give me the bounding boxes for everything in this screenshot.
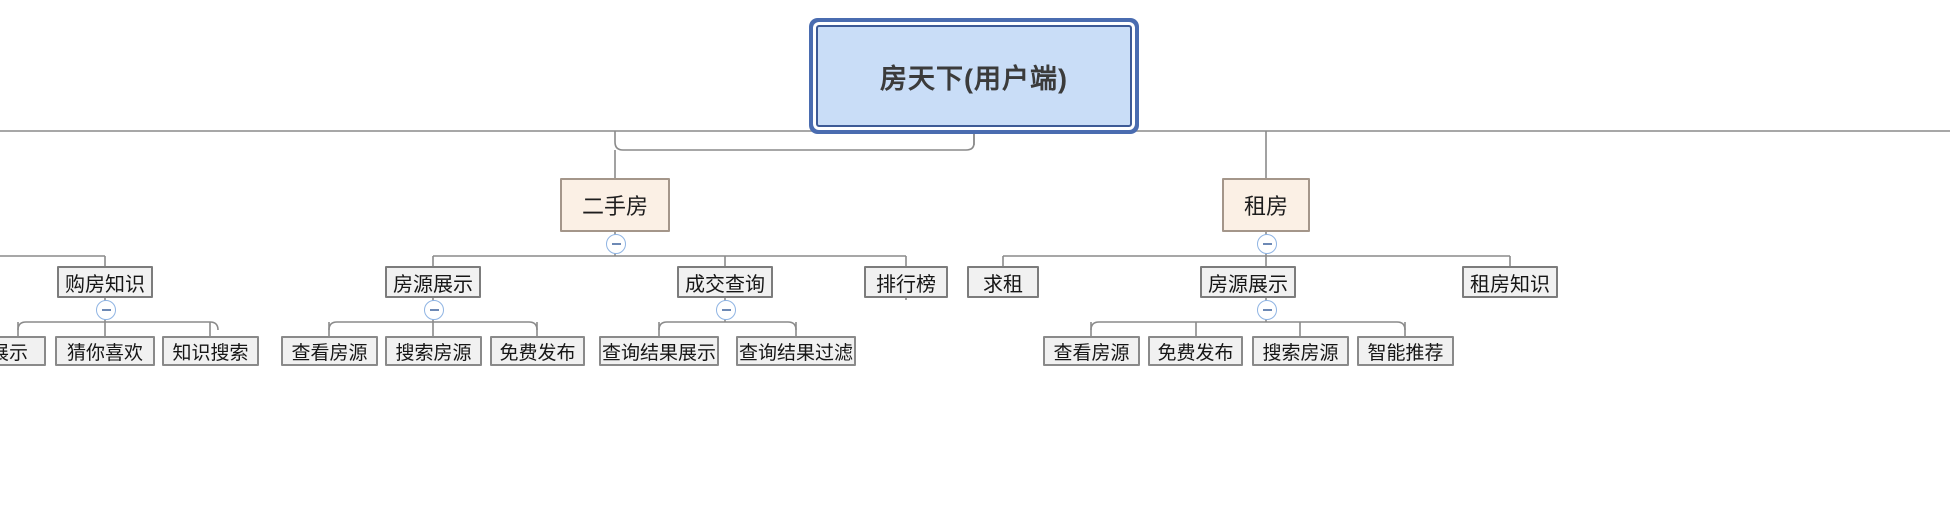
- leaf-node-zhanshi[interactable]: 展示: [0, 336, 46, 366]
- collapse-toggle-chengjiao-chaxun[interactable]: [716, 300, 736, 320]
- leaf-node-sousuo-fangyuan-sale[interactable]: 搜索房源: [385, 336, 482, 366]
- leaf-node-chakan-fangyuan-sale[interactable]: 查看房源: [281, 336, 378, 366]
- branch-node-ershoufang[interactable]: 二手房: [560, 178, 670, 232]
- leaf-node-chakan-fangyuan-rent[interactable]: 查看房源: [1043, 336, 1140, 366]
- node-zufang-zhishi[interactable]: 租房知识: [1462, 266, 1558, 298]
- leaf-node-zhishi-sousuo[interactable]: 知识搜索: [162, 336, 259, 366]
- collapse-toggle-fangyuan-zhanshi-rent[interactable]: [1257, 300, 1277, 320]
- leaf-node-caini-xihuan[interactable]: 猜你喜欢: [55, 336, 155, 366]
- node-qiuzu[interactable]: 求租: [967, 266, 1039, 298]
- node-chengjiao-chaxun[interactable]: 成交查询: [677, 266, 773, 298]
- branch-node-zufang[interactable]: 租房: [1222, 178, 1310, 232]
- collapse-toggle-ershoufang[interactable]: [606, 234, 626, 254]
- collapse-toggle-fangyuan-zhanshi-sale[interactable]: [424, 300, 444, 320]
- node-paihangbang[interactable]: 排行榜: [864, 266, 948, 298]
- node-goufang-zhishi[interactable]: 购房知识: [57, 266, 153, 298]
- collapse-toggle-goufang-zhishi[interactable]: [96, 300, 116, 320]
- collapse-toggle-zufang[interactable]: [1257, 234, 1277, 254]
- node-fangyuan-zhanshi-rent[interactable]: 房源展示: [1200, 266, 1296, 298]
- root-node[interactable]: 房天下(用户端): [816, 25, 1132, 127]
- leaf-node-sousuo-fangyuan-rent[interactable]: 搜索房源: [1252, 336, 1349, 366]
- leaf-node-mianfei-fabu-rent[interactable]: 免费发布: [1148, 336, 1243, 366]
- node-fangyuan-zhanshi-sale[interactable]: 房源展示: [385, 266, 481, 298]
- leaf-node-mianfei-fabu-sale[interactable]: 免费发布: [490, 336, 585, 366]
- leaf-node-chaxun-jieguo-zhanshi[interactable]: 查询结果展示: [599, 336, 719, 366]
- leaf-node-zhineng-tuijian[interactable]: 智能推荐: [1357, 336, 1454, 366]
- leaf-node-chaxun-jieguo-guolv[interactable]: 查询结果过滤: [736, 336, 856, 366]
